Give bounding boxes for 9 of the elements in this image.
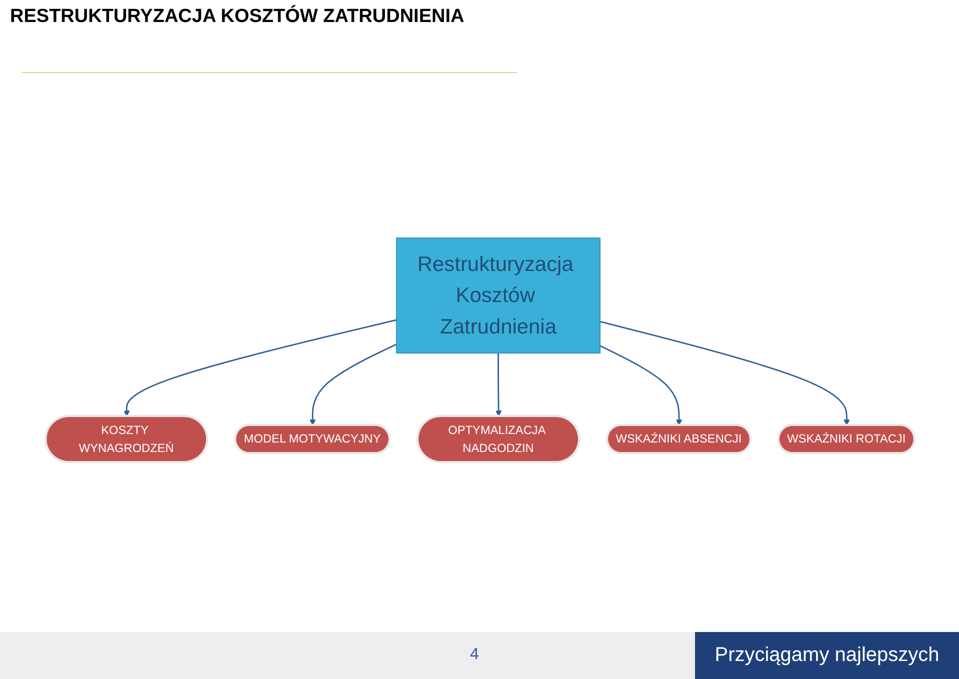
arrow xyxy=(496,353,502,417)
arrow xyxy=(600,320,850,426)
arrow xyxy=(124,319,397,417)
page-title: RESTRUKTURYZACJA KOSZTÓW ZATRUDNIENIA xyxy=(10,6,464,28)
arrow xyxy=(310,344,397,426)
slogan-banner: Przyciągamy najlepszych xyxy=(695,632,959,679)
page-number: 4 xyxy=(470,646,479,664)
arrow xyxy=(600,345,682,426)
node-box: Restrukturyzacja Kosztów Zatrudnienia xyxy=(396,238,600,354)
